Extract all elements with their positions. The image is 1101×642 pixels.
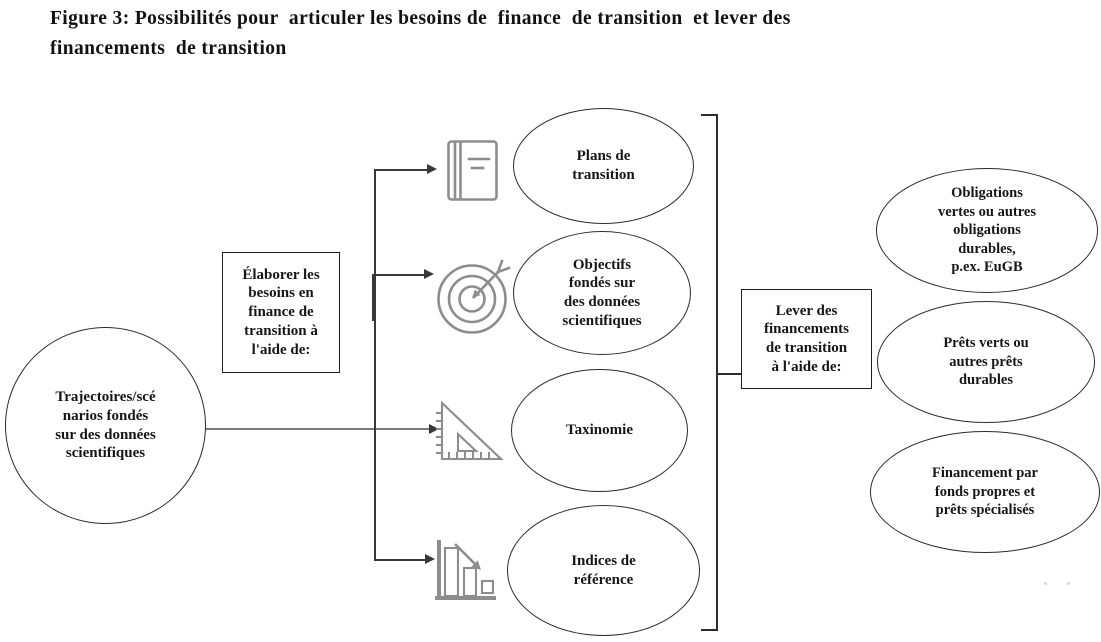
financement-label: Financement par fonds propres et prêts s… xyxy=(932,465,1038,519)
taxinomie-label: Taxinomie xyxy=(566,422,633,439)
trajectoires-ellipse: Trajectoires/scé narios fondés sur des d… xyxy=(5,327,206,524)
financement-ellipse: Financement par fonds propres et prêts s… xyxy=(870,431,1100,553)
bracket-stub-line xyxy=(717,373,741,375)
prets-label: Prêts verts ou autres prêts durables xyxy=(943,335,1029,389)
indices-label: Indices de référence xyxy=(571,552,636,588)
objectifs-label: Objectifs fondés sur des données scienti… xyxy=(562,256,642,329)
indices-ellipse: Indices de référence xyxy=(507,505,700,636)
branch-line-plans xyxy=(374,169,427,171)
lever-box: Lever des financements de transition à l… xyxy=(741,289,872,389)
arrow-to-bar-chart-icon xyxy=(425,554,435,564)
scan-artifact-dot xyxy=(1044,582,1047,585)
grouping-bracket-bottom xyxy=(701,629,717,631)
plans-ellipse: Plans de transition xyxy=(513,108,694,224)
objectifs-ellipse: Objectifs fondés sur des données scienti… xyxy=(513,231,691,355)
branch-trunk-thick-segment xyxy=(371,274,376,321)
plans-label: Plans de transition xyxy=(572,148,635,183)
obligations-label: Obligations vertes ou autres obligations… xyxy=(938,185,1036,276)
trajectoires-label: Trajectoires/scé narios fondés sur des d… xyxy=(55,389,156,462)
arrow-to-book-icon xyxy=(427,164,437,174)
branch-trunk-line xyxy=(374,169,376,560)
target-dart-icon xyxy=(436,257,512,339)
grouping-bracket-top xyxy=(701,114,717,116)
branch-line-indices xyxy=(374,559,425,561)
taxinomie-ellipse: Taxinomie xyxy=(511,369,688,492)
arrow-to-target-icon xyxy=(424,269,434,279)
elaborer-label: Élaborer les besoins en finance de trans… xyxy=(242,266,320,358)
book-icon xyxy=(446,139,499,202)
arrow-to-set-square-icon xyxy=(429,424,439,434)
set-square-ruler-icon xyxy=(435,393,505,465)
declining-bar-chart-icon xyxy=(435,540,497,601)
prets-ellipse: Prêts verts ou autres prêts durables xyxy=(877,301,1095,423)
connector-source-line xyxy=(206,428,430,430)
elaborer-box: Élaborer les besoins en finance de trans… xyxy=(222,252,340,373)
branch-line-objectifs xyxy=(374,274,424,276)
lever-label: Lever des financements de transition à l… xyxy=(764,302,849,375)
scan-artifact-dot xyxy=(1067,582,1070,585)
grouping-bracket-vertical xyxy=(716,114,718,631)
figure-caption: Figure 3: Possibilités pour articuler le… xyxy=(50,8,791,60)
obligations-ellipse: Obligations vertes ou autres obligations… xyxy=(876,168,1098,293)
